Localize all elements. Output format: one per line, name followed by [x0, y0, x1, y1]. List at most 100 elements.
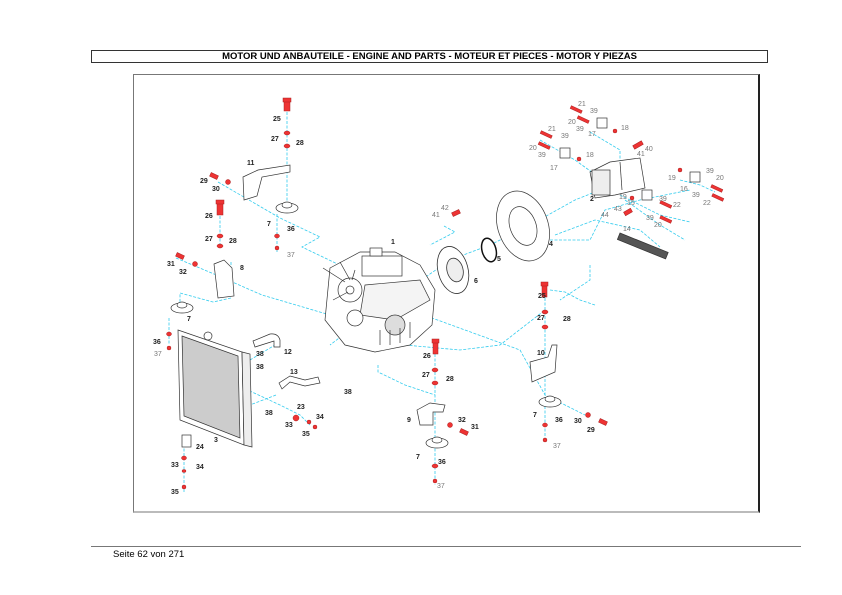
callout: 34: [316, 414, 324, 421]
callout: 35: [302, 431, 310, 438]
diagram-frame: [133, 74, 760, 513]
callout: 14: [623, 226, 631, 233]
callout: 38: [265, 410, 273, 417]
callout: 28: [296, 140, 304, 147]
callout: 27: [271, 136, 279, 143]
callout: 18: [621, 125, 629, 132]
callout: 20: [529, 145, 537, 152]
callout: 20: [568, 119, 576, 126]
callout: 7: [267, 221, 271, 228]
radiator: [177, 329, 253, 448]
callout: 33: [285, 422, 293, 429]
callout: 39: [692, 192, 700, 199]
callout: 17: [588, 131, 596, 138]
callout: 31: [471, 424, 479, 431]
callout: 39: [590, 108, 598, 115]
callout: 29: [200, 178, 208, 185]
callout: 28: [446, 376, 454, 383]
callout: 7: [187, 316, 191, 323]
callout: 39: [576, 126, 584, 133]
brackets: [213, 164, 558, 426]
callout: 37: [287, 252, 295, 259]
callout: 11: [247, 160, 255, 167]
callout: 22: [673, 202, 681, 209]
callout: 16: [680, 186, 688, 193]
callout: 36: [555, 417, 563, 424]
callout: 27: [205, 236, 213, 243]
callout: 36: [153, 339, 161, 346]
callout: 20: [654, 222, 662, 229]
flywheel-housing: [496, 190, 550, 262]
callout: 30: [574, 418, 582, 425]
callout: 38: [256, 351, 264, 358]
callout: 27: [422, 372, 430, 379]
callout: 35: [171, 489, 179, 496]
callout: 8: [240, 265, 244, 272]
engine-mounts: [170, 201, 562, 449]
callout: 1: [391, 239, 395, 246]
callout: 31: [167, 261, 175, 268]
valve-fittings: [559, 117, 701, 201]
hoses: [252, 333, 321, 390]
hydraulic-pump: [589, 157, 669, 260]
callout: 18: [586, 152, 594, 159]
callout: 24: [196, 444, 204, 451]
page-number: Seite 62 von 271: [113, 549, 185, 560]
fasteners: [166, 97, 725, 490]
callout: 20: [716, 175, 724, 182]
seal-plate: [436, 246, 470, 294]
callout: 38: [344, 389, 352, 396]
callout: 40: [645, 146, 653, 153]
callout: 19: [619, 194, 627, 201]
callout: 2: [590, 196, 594, 203]
callout: 17: [550, 165, 558, 172]
callout: 44: [601, 212, 609, 219]
callout: 32: [458, 417, 466, 424]
callout: 37: [437, 483, 445, 490]
engine-block: [322, 247, 436, 353]
callout: 21: [578, 101, 586, 108]
callout: 33: [171, 462, 179, 469]
footer-divider: [91, 546, 801, 547]
callout: 42: [441, 205, 449, 212]
callout: 43: [614, 206, 622, 213]
callout: 32: [179, 269, 187, 276]
callout: 10: [537, 350, 545, 357]
callout: 23: [297, 404, 305, 411]
callout: 26: [423, 353, 431, 360]
callout: 39: [706, 168, 714, 175]
page-title: MOTOR UND ANBAUTEILE - ENGINE AND PARTS …: [91, 50, 768, 63]
callout: 36: [287, 226, 295, 233]
callout: 3: [214, 437, 218, 444]
callout: 9: [407, 417, 411, 424]
callout: 27: [537, 315, 545, 322]
callout: 39: [659, 196, 667, 203]
callout: 15: [627, 200, 635, 207]
callout: 5: [497, 256, 501, 263]
callout: 28: [563, 316, 571, 323]
callout: 41: [432, 212, 440, 219]
callout: 34: [196, 464, 204, 471]
callout: 19: [668, 175, 676, 182]
callout: 6: [474, 278, 478, 285]
callout: 26: [205, 213, 213, 220]
callout: 29: [587, 427, 595, 434]
callout: 39: [561, 133, 569, 140]
callout: 36: [438, 459, 446, 466]
callout: 37: [553, 443, 561, 450]
callout: 7: [533, 412, 537, 419]
callout: 4: [549, 241, 553, 248]
callout: 13: [290, 369, 298, 376]
callout: 12: [284, 349, 292, 356]
callout: 25: [273, 116, 281, 123]
callout: 25: [538, 293, 546, 300]
callout: 22: [703, 200, 711, 207]
callout: 21: [548, 126, 556, 133]
gear: [480, 237, 498, 263]
callout-labels: 25 27 28 11 29 30 26 27 28 7 36 37 31 32…: [153, 101, 724, 496]
callout: 39: [538, 152, 546, 159]
callout: 28: [229, 238, 237, 245]
callout: 41: [637, 151, 645, 158]
callout: 37: [154, 351, 162, 358]
